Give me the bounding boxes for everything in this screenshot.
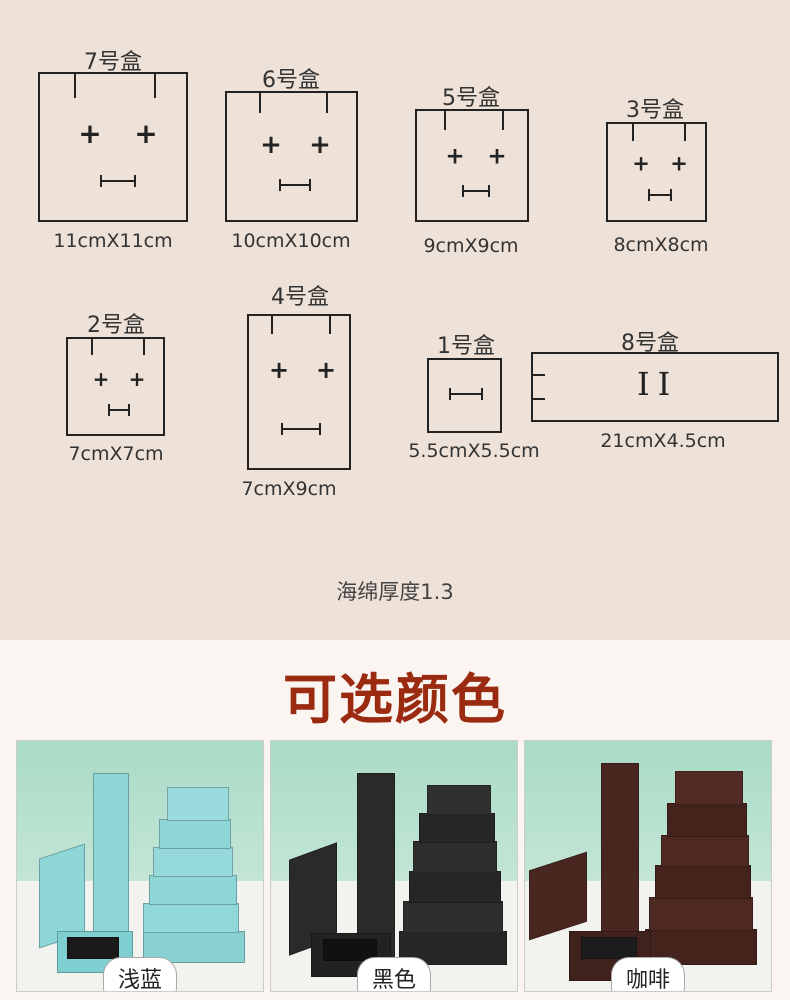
box-5-name: 5号盒 [442, 86, 500, 111]
color-photo-coffee: 咖啡 [524, 740, 772, 992]
box-3-diagram: + + [606, 122, 707, 222]
box-5-dimensions: 9cmX9cm [423, 235, 519, 257]
box-1-dimensions: 5.5cmX5.5cm [408, 440, 540, 462]
sponge-thickness-note: 海绵厚度1.3 [336, 580, 454, 604]
color-photo-light-blue: 浅蓝 [16, 740, 264, 992]
size-diagram-panel: 7号盒 + + 11cmX11cm 6号盒 + + 10cmX10cm 5号盒 … [0, 0, 790, 640]
color-label-light-blue: 浅蓝 [102, 957, 178, 991]
color-photo-black: 黑色 [270, 740, 518, 992]
box-3-name: 3号盒 [626, 98, 684, 123]
box-7-diagram: + + [38, 72, 188, 222]
box-5-diagram: + + [415, 109, 529, 222]
box-8-name: 8号盒 [621, 331, 679, 356]
box-6-name: 6号盒 [262, 68, 320, 93]
box-1-diagram [427, 358, 502, 433]
box-3-dimensions: 8cmX8cm [613, 234, 709, 256]
color-label-coffee: 咖啡 [610, 957, 686, 991]
box-7-dimensions: 11cmX11cm [53, 230, 173, 252]
box-8-dimensions: 21cmX4.5cm [600, 430, 726, 452]
box-6-dimensions: 10cmX10cm [231, 230, 351, 252]
box-4-name: 4号盒 [271, 285, 329, 310]
box-4-dimensions: 7cmX9cm [241, 478, 337, 500]
box-8-diagram: II [531, 352, 779, 422]
box-1-name: 1号盒 [437, 334, 495, 359]
box-4-diagram: + + [247, 314, 351, 470]
box-2-diagram: + + [66, 337, 165, 436]
color-label-black: 黑色 [356, 957, 432, 991]
box-7-name: 7号盒 [84, 50, 142, 75]
colors-section-title: 可选颜色 [283, 668, 507, 731]
box-2-dimensions: 7cmX7cm [68, 443, 164, 465]
box-2-name: 2号盒 [87, 313, 145, 338]
box-6-diagram: + + [225, 91, 358, 222]
